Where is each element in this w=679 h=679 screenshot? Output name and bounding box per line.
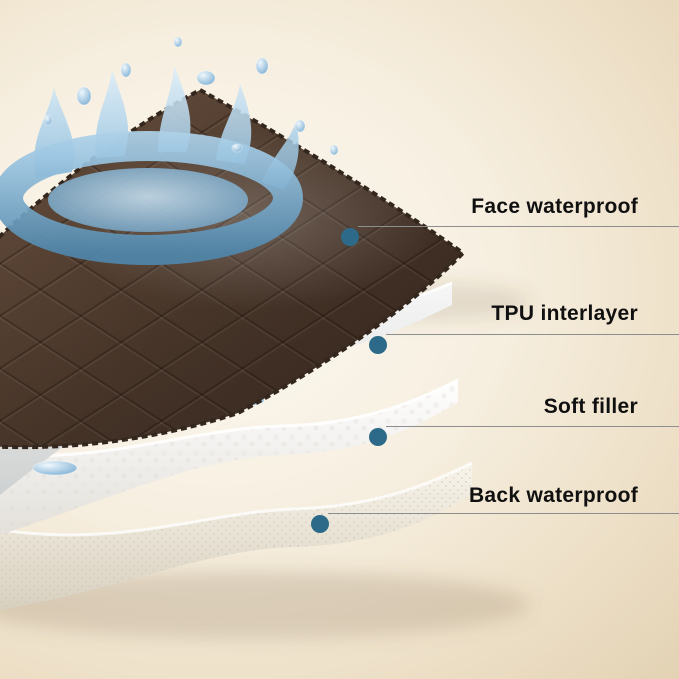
water-droplet-icon bbox=[43, 36, 339, 156]
callout-label: Soft filler bbox=[543, 395, 638, 418]
callout-label: TPU interlayer bbox=[491, 302, 638, 325]
callout-line bbox=[386, 426, 679, 427]
callout-line bbox=[358, 226, 679, 227]
callout-dot bbox=[311, 515, 329, 533]
callout-dot bbox=[369, 336, 387, 354]
callout-line bbox=[328, 513, 679, 514]
ground-shadow bbox=[0, 571, 530, 639]
callout-line bbox=[386, 334, 679, 335]
callout-dot bbox=[369, 428, 387, 446]
callout-dot bbox=[341, 228, 359, 246]
water-splash-icon bbox=[0, 36, 339, 265]
layer-back-waterproof bbox=[0, 461, 473, 610]
callout-label: Face waterproof bbox=[471, 195, 638, 218]
callout-label: Back waterproof bbox=[468, 484, 638, 507]
layer-soft-filler bbox=[0, 378, 459, 535]
